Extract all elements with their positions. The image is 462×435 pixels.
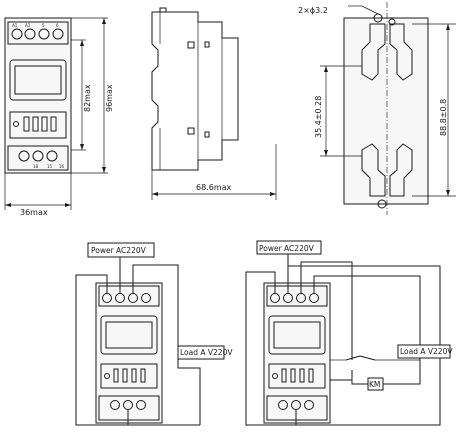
power-label-right: Power AC220V xyxy=(259,244,315,253)
load-label-right: Load A V220V xyxy=(400,347,453,356)
rear-bottom-clip xyxy=(361,143,413,209)
power-label-box-right xyxy=(256,240,322,255)
front-top-terminals: A1 A2 5 6 xyxy=(7,21,69,45)
terminal-label-a2: A2 xyxy=(25,23,31,28)
wire-right-km-return xyxy=(313,275,421,345)
front-buttons xyxy=(9,111,67,139)
dim-front-inner-height: 82max xyxy=(83,84,92,112)
dim-mount-pitch: 35.4±0.28 xyxy=(314,96,323,138)
power-label-box-left xyxy=(87,242,155,258)
dim-front-width: 36max xyxy=(20,208,48,217)
terminal-label-15: 15 xyxy=(47,164,53,169)
wire-right-bottom xyxy=(295,396,441,426)
dim-side-depth: 68.6max xyxy=(196,183,232,192)
dim-mount-height: 88.8±0.8 xyxy=(439,99,448,136)
front-display xyxy=(9,59,67,101)
device-left xyxy=(95,282,163,424)
wiring-diagram-right: Power AC220V KM xyxy=(245,240,453,426)
wire-right-km-out xyxy=(383,358,421,385)
wire-right-power-1 xyxy=(245,271,296,426)
rear-view-body xyxy=(343,17,429,205)
km-box xyxy=(367,377,384,391)
dim-front-outer-height: 96max xyxy=(105,84,114,112)
power-label-left: Power AC220V xyxy=(91,246,147,255)
load-label-left: Load A V220V xyxy=(180,348,233,357)
wire-right-supply xyxy=(300,261,353,360)
load-label-box-right xyxy=(397,344,451,359)
device-right xyxy=(263,282,331,424)
km-label: KM xyxy=(369,380,380,389)
wiring-diagram-left: Power AC220V Load A V220V xyxy=(75,242,233,426)
wire-left-load-2 xyxy=(177,358,201,425)
terminal-label-18: 18 xyxy=(33,164,39,169)
terminal-label-5: 5 xyxy=(42,23,45,28)
load-label-box-left xyxy=(177,345,225,360)
wire-left-power-1 xyxy=(75,274,200,426)
dim-hole-spec: 2×ϕ3.2 xyxy=(298,6,328,15)
side-view: 68.6max xyxy=(151,7,277,200)
side-view-outline xyxy=(151,11,239,171)
km-contact-symbol xyxy=(330,355,420,361)
front-view: A1 A2 5 6 18 15 16 xyxy=(4,17,114,217)
wire-left-load-1 xyxy=(132,264,179,348)
wire-right-km xyxy=(351,370,368,385)
rear-view: 2×ϕ3.2 35.4±0.28 88.8±0.8 xyxy=(298,2,456,215)
front-view-body xyxy=(4,17,72,174)
terminal-label-6: 6 xyxy=(56,23,59,28)
front-bottom-terminals: 18 15 16 xyxy=(7,145,69,171)
rear-top-clip xyxy=(361,13,413,81)
terminal-label-16: 16 xyxy=(59,164,65,169)
terminal-label-a1: A1 xyxy=(12,23,18,28)
